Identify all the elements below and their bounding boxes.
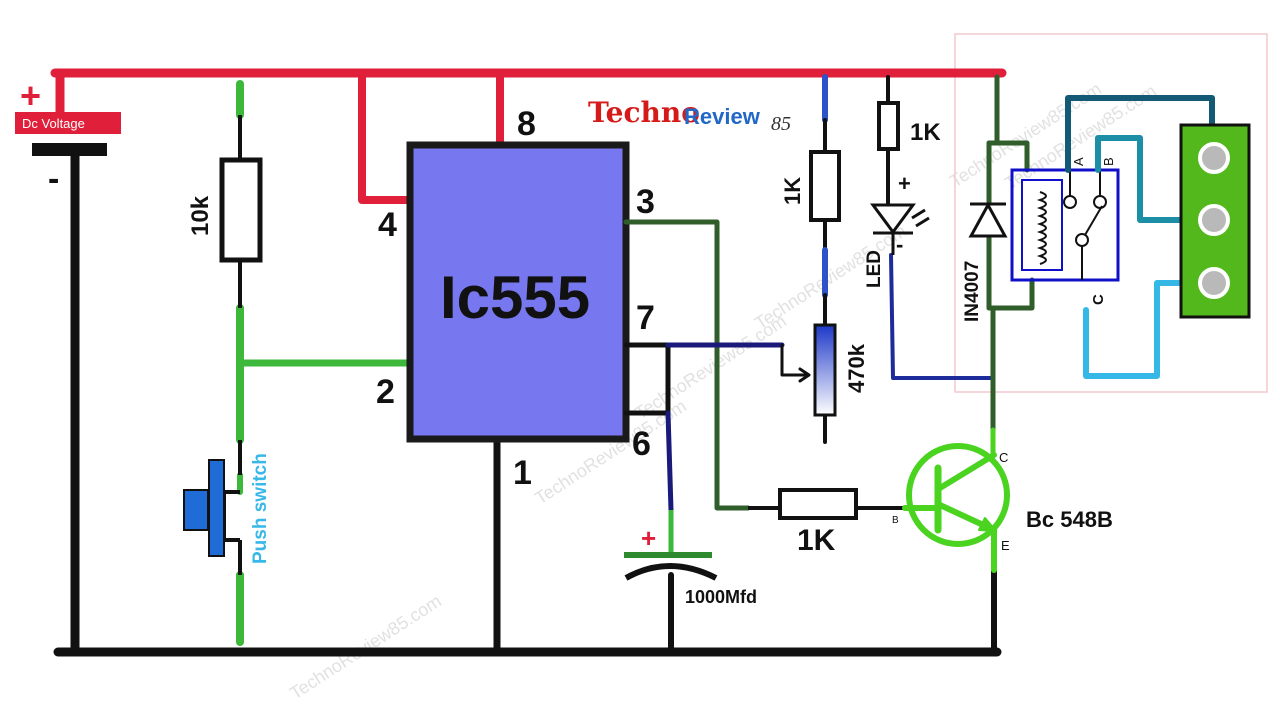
pin-8-label: 8 [517, 105, 536, 143]
brand-logo: Techno Review 85 [588, 96, 791, 135]
relay-coil-branch [986, 74, 1035, 433]
resistor-1k-top-label: 1K [780, 177, 805, 205]
dc-voltage-label: Dc Voltage [22, 116, 85, 131]
relay [1010, 168, 1120, 282]
pin-6-label: 6 [632, 425, 651, 463]
relay-module-outline [954, 33, 1268, 393]
led-minus: - [896, 232, 903, 257]
resistor-1k-top [809, 150, 841, 222]
pin-1-label: 1 [513, 454, 532, 492]
diode-label: IN4007 [962, 261, 983, 322]
resistor-10k [219, 157, 263, 263]
resistor-1k-base-label: 1K [797, 524, 836, 557]
resistor-1k-led-label: 1K [910, 119, 941, 146]
capacitor-1000mfd [624, 510, 718, 581]
threshold-wire [623, 342, 811, 513]
pin-3-label: 3 [636, 183, 655, 221]
push-switch [183, 459, 240, 557]
capacitor-label: 1000Mfd [685, 587, 757, 607]
ic555-body [406, 141, 630, 443]
led-plus: + [898, 171, 911, 196]
brand-techno: Techno [588, 96, 700, 129]
potentiometer-470k-label: 470k [844, 343, 869, 393]
transistor-pin-c: C [999, 450, 1008, 465]
dc-source: Dc Voltage + - [15, 75, 121, 198]
cap-plus: + [641, 523, 656, 553]
watermark: TechnoReview85.com [286, 591, 445, 704]
led-branch [886, 75, 995, 380]
push-switch-label: Push switch [250, 453, 271, 564]
supply-rail [50, 68, 1007, 204]
terminal-block [1179, 123, 1251, 319]
relay-term-c: C [1090, 294, 1107, 305]
potentiometer-470k [813, 323, 837, 417]
battery-plate-neg [32, 143, 107, 156]
brand-num: 85 [771, 113, 791, 135]
relay-term-b: B [1101, 157, 1116, 166]
resistor-1k-base [778, 488, 858, 520]
plus-sign: + [20, 75, 41, 116]
led-symbol [870, 203, 930, 255]
resistor-10k-label: 10k [187, 195, 214, 236]
transistor-label: Bc 548B [1026, 507, 1113, 532]
diode-in4007 [968, 201, 1008, 238]
ground-rail [53, 150, 1002, 657]
pin-7-label: 7 [636, 299, 655, 337]
brand-review: Review [684, 104, 761, 129]
transistor-pin-b: B [892, 515, 899, 526]
relay-term-a: A [1071, 157, 1086, 166]
dc-voltage-label-bg [15, 112, 121, 134]
resistor-1k-led [877, 101, 900, 151]
ic555-label: Ic555 [440, 264, 590, 331]
relay-box [1010, 168, 1120, 282]
pin-4-label: 4 [378, 206, 397, 244]
watermark: TechnoReview85.com [631, 311, 790, 424]
output-wire [623, 219, 751, 511]
pin-2-label: 2 [376, 373, 395, 411]
transistor-bc548b [902, 427, 1010, 573]
trigger-branch [236, 80, 412, 646]
minus-sign: - [48, 160, 59, 198]
transistor-pin-e: E [1001, 538, 1010, 553]
led-label: LED [864, 250, 885, 288]
